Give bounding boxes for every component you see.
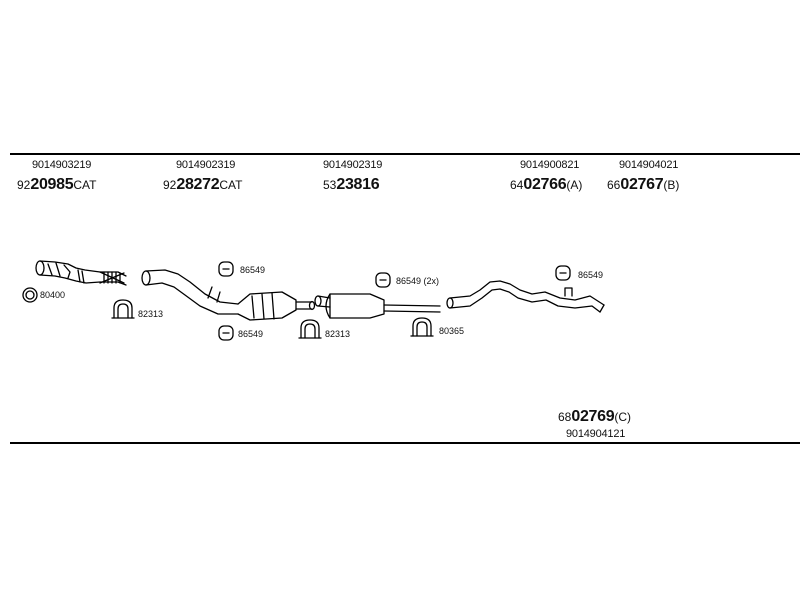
label-hanger-mid: 86549 (2x) <box>396 276 440 286</box>
part-prefix: 92 <box>17 178 31 192</box>
part-main-number: 23816 <box>336 176 380 193</box>
intermediate-pipe <box>141 269 239 315</box>
u-clamp-icon-left <box>111 299 135 319</box>
label-hanger-top-1: 86549 <box>240 265 266 275</box>
label-hanger-bottom-1: 86549 <box>238 329 264 339</box>
label-clamp-mid: 82313 <box>325 329 351 339</box>
rubber-hanger-icon-3 <box>375 272 391 288</box>
part-main-number: 02769 <box>571 408 615 425</box>
part-main-number: 28272 <box>176 176 220 193</box>
label-clamp-left: 82313 <box>138 309 164 319</box>
part-prefix: 68 <box>558 410 572 424</box>
part-number-6: 6802769(C) <box>558 408 631 426</box>
oe-number-6: 9014904121 <box>566 428 626 440</box>
rear-pipe <box>446 280 605 313</box>
part-main-number: 20985 <box>30 176 74 193</box>
top-frame-line <box>10 153 800 155</box>
u-clamp-icon-right <box>410 317 434 337</box>
part-suffix: (C) <box>614 410 632 424</box>
middle-muffler <box>314 293 441 319</box>
gasket-ring-icon <box>22 287 38 303</box>
part-main-number: 02767 <box>620 176 664 193</box>
oe-number-3: 9014902319 <box>323 159 383 171</box>
part-number-5: 6602767(B) <box>607 176 679 194</box>
label-hanger-right: 86549 <box>578 270 604 280</box>
part-suffix: (A) <box>566 178 583 192</box>
rubber-hanger-icon-1 <box>218 261 234 277</box>
label-gasket-left: 80400 <box>40 290 66 300</box>
part-main-number: 02766 <box>523 176 567 193</box>
part-suffix: CAT <box>73 178 97 192</box>
bottom-frame-line <box>10 442 800 444</box>
oe-number-2: 9014902319 <box>176 159 236 171</box>
catalytic-converter <box>237 291 316 321</box>
u-clamp-icon-mid <box>298 319 322 339</box>
rubber-hanger-icon-4 <box>555 265 571 281</box>
part-prefix: 92 <box>163 178 177 192</box>
part-number-3: 5323816 <box>323 176 380 194</box>
part-prefix: 64 <box>510 178 524 192</box>
part-suffix: (B) <box>663 178 680 192</box>
part-number-4: 6402766(A) <box>510 176 582 194</box>
part-prefix: 53 <box>323 178 337 192</box>
part-number-1: 9220985CAT <box>17 176 96 194</box>
oe-number-4: 9014900821 <box>520 159 580 171</box>
front-pipe <box>35 260 127 286</box>
oe-number-5: 9014904021 <box>619 159 679 171</box>
part-number-2: 9228272CAT <box>163 176 242 194</box>
rubber-hanger-icon-2 <box>218 325 234 341</box>
oe-number-1: 9014903219 <box>32 159 92 171</box>
part-suffix: CAT <box>219 178 243 192</box>
label-clamp-right: 80365 <box>439 326 465 336</box>
part-prefix: 66 <box>607 178 621 192</box>
